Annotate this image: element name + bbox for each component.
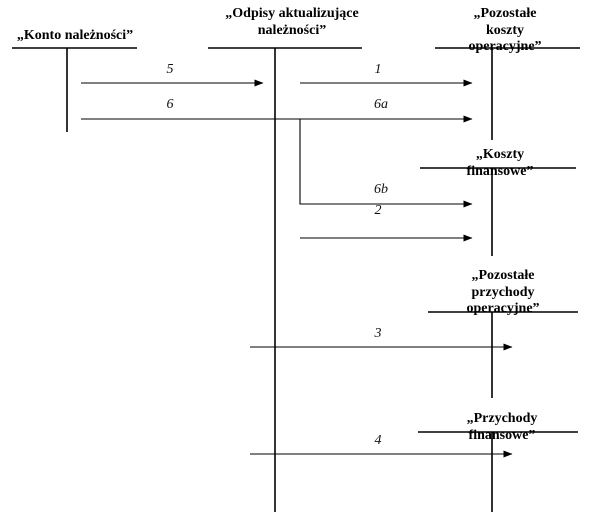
flow-label-flow-6: 6 (166, 97, 174, 112)
flow-label-flow-1: 1 (374, 62, 382, 77)
account-title-odpisy-aktualizujace: „Odpisy aktualizujące należności” (225, 6, 359, 38)
flow-label-flow-2: 2 (374, 203, 382, 218)
flow-label-flow-3: 3 (374, 326, 382, 341)
account-title-pozostale-przychody-operacyjne: „Pozostałe przychody operacyjne” (466, 268, 540, 317)
accounts-layer (12, 47, 580, 512)
flow-label-flow-6b: 6b (374, 182, 388, 197)
flow-label-flow-5: 5 (166, 62, 174, 77)
account-title-konto-naleznosci: „Konto należności” (16, 28, 134, 43)
flow-arrow-flow-6b (299, 119, 473, 208)
flow-label-flow-4: 4 (374, 433, 382, 448)
flows-layer (81, 79, 513, 458)
account-title-pozostale-koszty-operacyjne: „Pozostałe koszty operacyjne” (468, 6, 542, 55)
account-title-przychody-finansowe: „Przychody finansowe” (466, 411, 538, 443)
account-title-koszty-finansowe: „Koszty finansowe” (466, 147, 534, 179)
flow-label-flow-6a: 6a (374, 97, 388, 112)
